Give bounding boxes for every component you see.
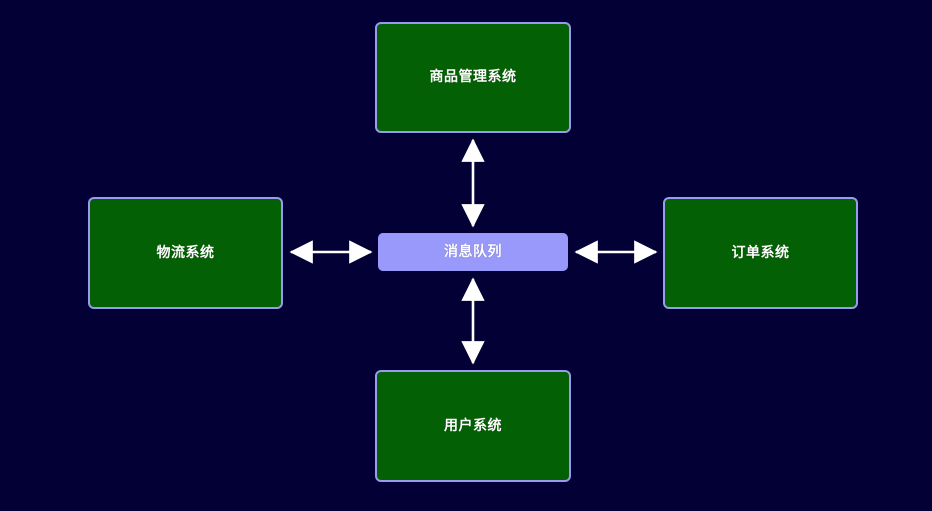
node-label: 用户系统 <box>444 417 502 434</box>
diagram-node-message-queue[interactable]: 消息队列 <box>378 233 568 271</box>
diagram-node-order-system[interactable]: 订单系统 <box>663 197 858 309</box>
diagram-node-product-management-system[interactable]: 商品管理系统 <box>375 22 571 133</box>
node-label: 物流系统 <box>156 244 215 261</box>
node-label: 商品管理系统 <box>429 69 517 86</box>
node-label: 消息队列 <box>444 243 502 260</box>
diagram-node-logistics-system[interactable]: 物流系统 <box>88 197 283 309</box>
node-label: 订单系统 <box>731 244 790 261</box>
diagram-node-user-system[interactable]: 用户系统 <box>375 370 571 482</box>
